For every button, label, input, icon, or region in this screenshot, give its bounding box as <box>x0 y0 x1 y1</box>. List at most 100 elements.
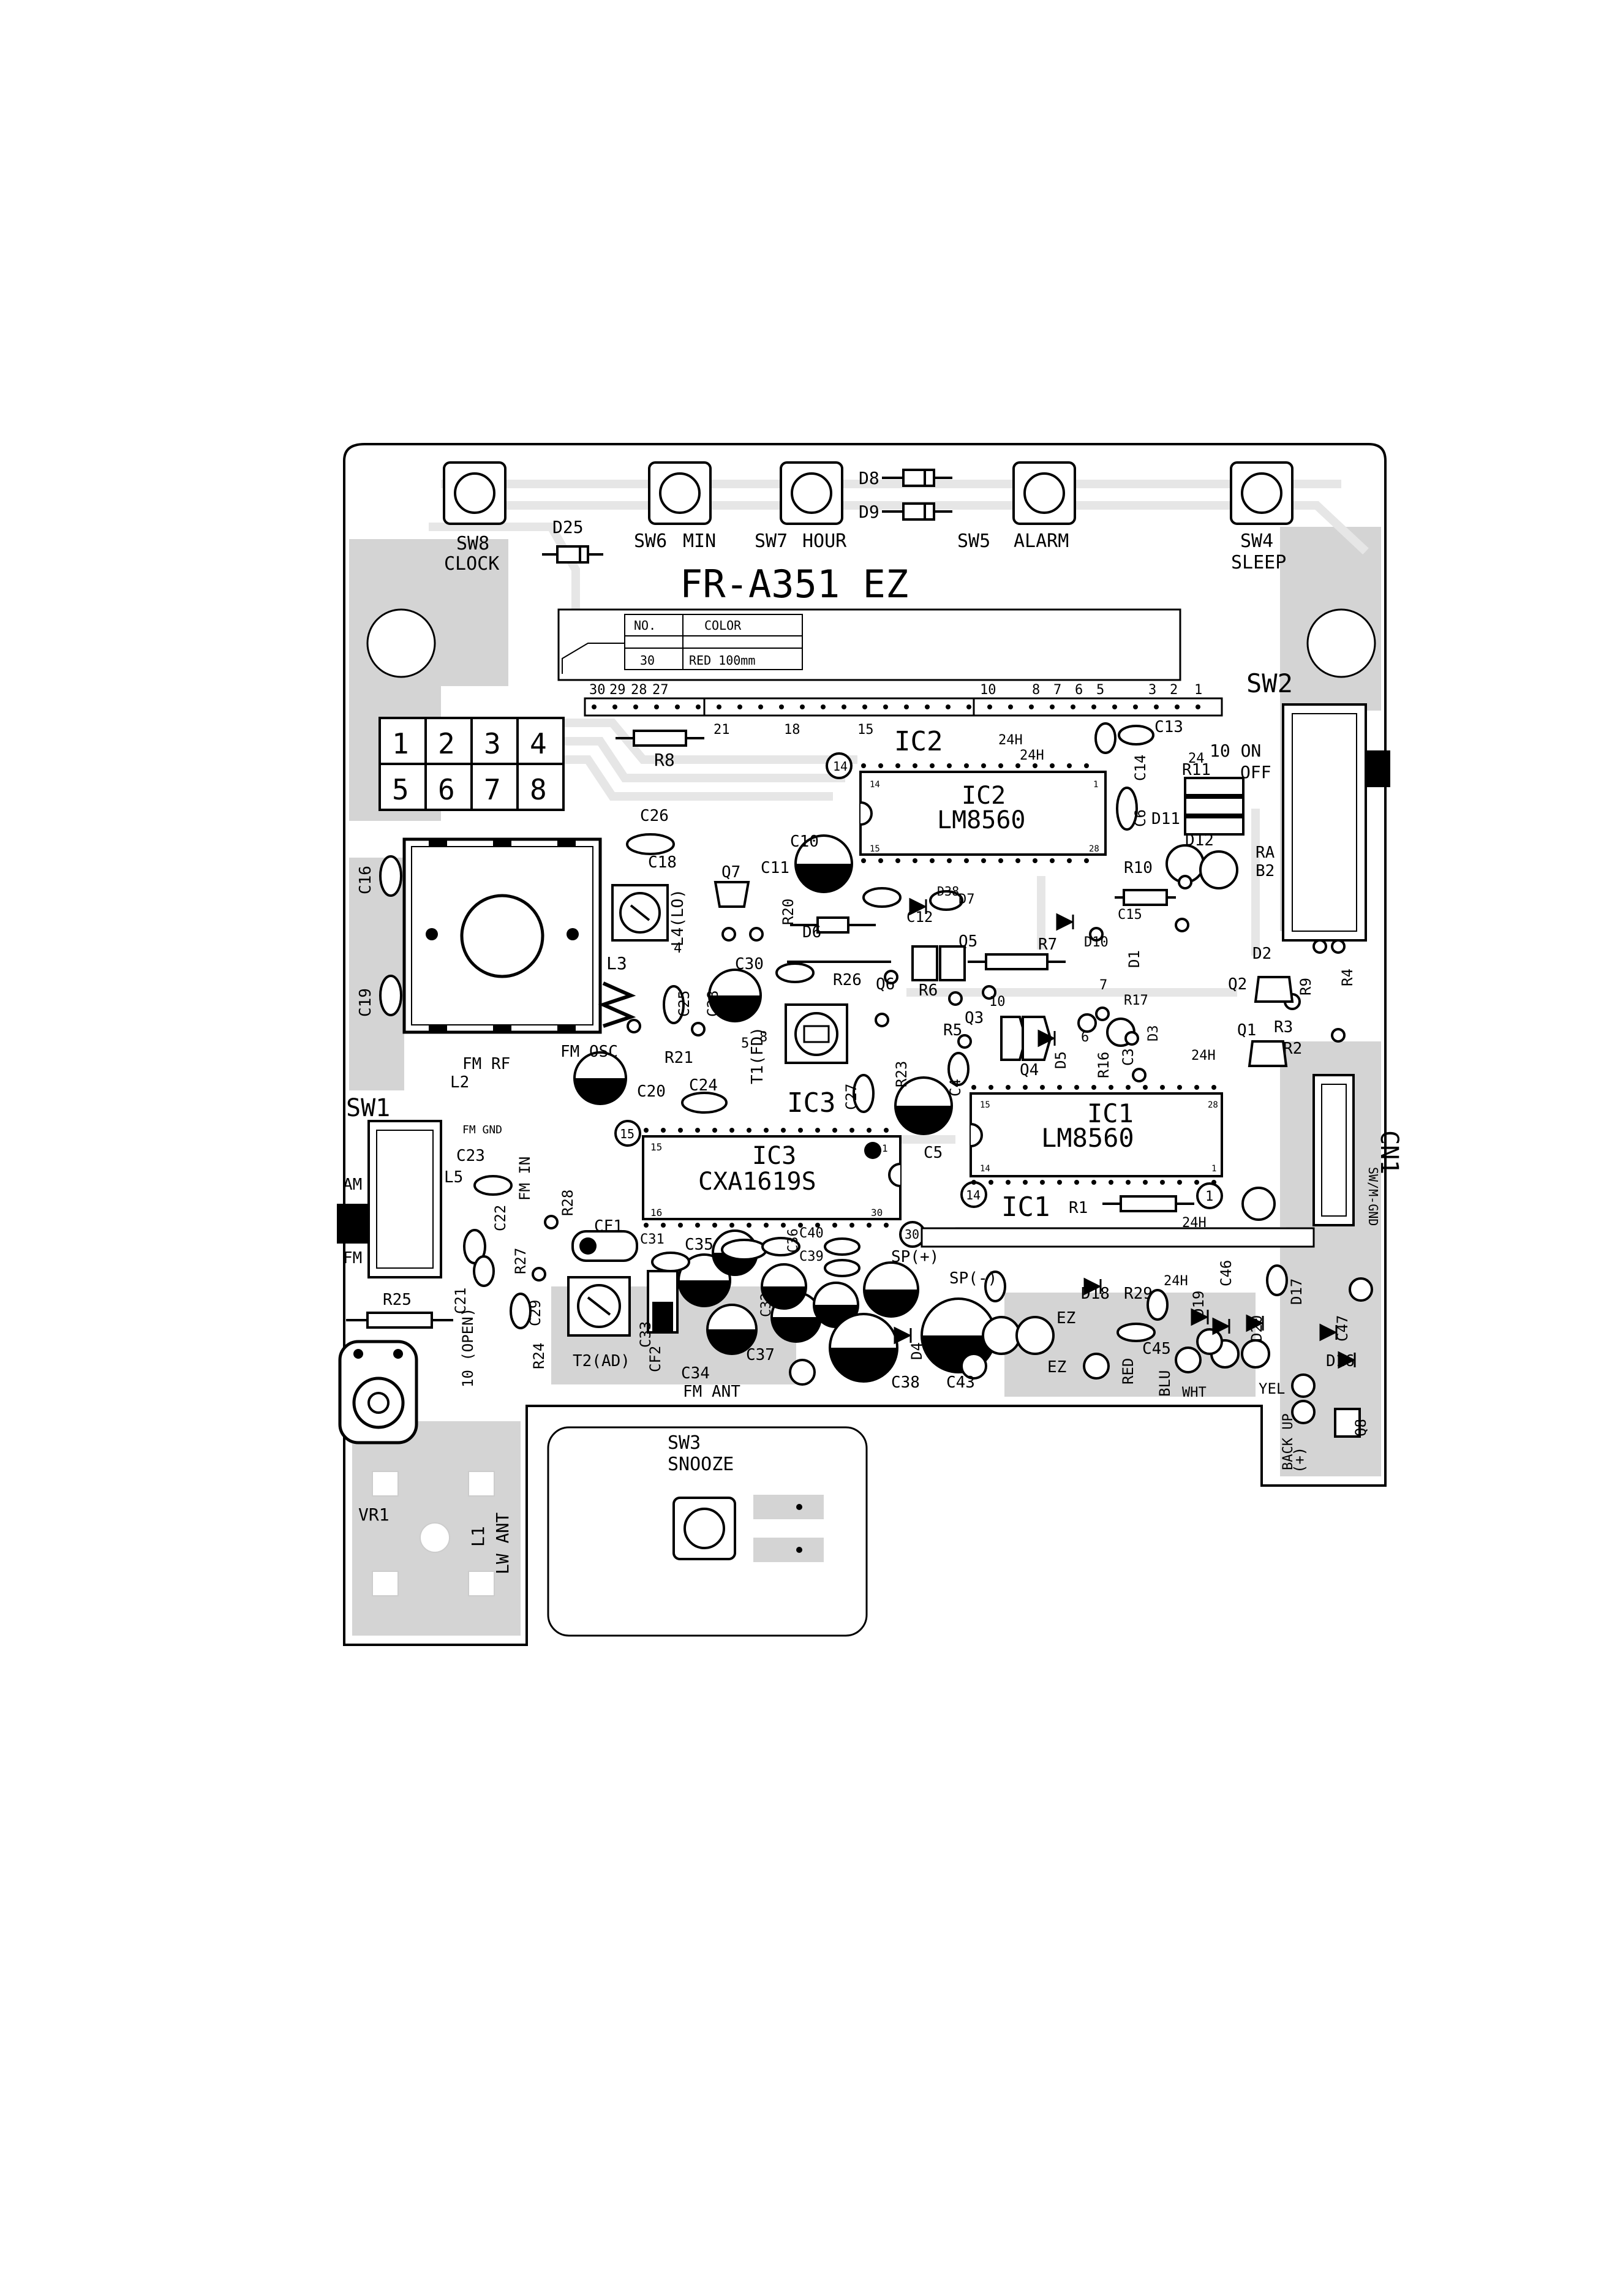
c29-label: C29 <box>527 1300 544 1326</box>
ic2-pin-label: 14 <box>870 780 880 790</box>
pin-label: 2 <box>1170 682 1178 698</box>
diode-symbol <box>1319 1323 1338 1342</box>
h24a-label: 24H <box>998 733 1023 748</box>
c18-label: C18 <box>648 853 677 872</box>
h24c-label: 24H <box>1191 1048 1216 1063</box>
transistor-q5 <box>939 945 966 981</box>
ic-pin-pad <box>1023 1180 1028 1185</box>
transistor-q7 <box>714 881 750 908</box>
connector-pad <box>904 704 909 709</box>
c40-label: C40 <box>799 1226 824 1241</box>
ic-pin-pad <box>747 1223 751 1228</box>
ic3-pin-label: 1 <box>882 1142 888 1154</box>
q3-label: Q3 <box>965 1009 984 1027</box>
q4-label: Q4 <box>1020 1061 1039 1079</box>
r29-label: R29 <box>1124 1285 1153 1303</box>
ic-pin-pad <box>981 763 986 768</box>
switch-sw4 <box>1230 461 1294 525</box>
ic1-pin-label: 28 <box>1208 1100 1218 1110</box>
connector-pad <box>675 704 680 709</box>
d17-label: D17 <box>1288 1278 1305 1305</box>
d19-label: D19 <box>1190 1291 1207 1317</box>
r2-label: R2 <box>1283 1040 1302 1058</box>
sw2-name: SW2 <box>1246 668 1293 698</box>
back_plus-label: (+) <box>1291 1447 1308 1473</box>
table-row-no: 30 <box>640 653 655 668</box>
connector-strip-pads <box>592 704 1200 709</box>
r23-label: R23 <box>893 1061 910 1087</box>
open10-label: 10 (OPEN) <box>459 1308 476 1388</box>
ic1-pin1-mark: 1 <box>1205 1189 1213 1204</box>
r3-label: R3 <box>1274 1018 1293 1037</box>
sp_plus-label: SP(+) <box>891 1248 939 1266</box>
capacitor-polarity-c37 <box>772 1317 821 1342</box>
c34-label: C34 <box>681 1364 710 1383</box>
resistor-r7 <box>968 953 1066 970</box>
ic-pin-pad <box>661 1128 666 1133</box>
ic-pin-pad <box>964 858 969 863</box>
pin-label: 27 <box>652 682 669 698</box>
ic3-pin15-mark: 15 <box>620 1127 635 1141</box>
n5-label: 5 <box>741 1036 749 1051</box>
ic-pin-pad <box>971 1180 976 1185</box>
q8-label: Q8 <box>1352 1419 1369 1437</box>
connector-pad <box>717 704 721 709</box>
ic-pin-pad <box>878 763 883 768</box>
ic-pin-pad <box>661 1223 666 1228</box>
mount-hole-left <box>366 608 436 678</box>
fm_osc-label: FM OSC <box>560 1043 618 1061</box>
ic-pin-pad <box>1126 1085 1131 1090</box>
capacitor-polarity-c32 <box>762 1286 806 1308</box>
sw1-fm: FM <box>343 1249 362 1267</box>
ic-pin-pad <box>849 1128 854 1133</box>
connector-pad <box>862 704 867 709</box>
l1-label: L1 <box>468 1526 488 1547</box>
connector-pad <box>946 704 951 709</box>
ic-pin-pad <box>1006 1085 1011 1090</box>
d38-label: D38 <box>937 884 959 899</box>
d6-label: D6 <box>802 923 821 942</box>
sw-gnd-label: SW/M-GND <box>1366 1167 1380 1226</box>
q1-label: Q1 <box>1237 1021 1256 1040</box>
d16-label: D16 <box>1326 1352 1355 1370</box>
r27-label: R27 <box>512 1248 529 1274</box>
connector-pad <box>1029 704 1034 709</box>
connector-pad <box>1133 704 1138 709</box>
ic-pin-pad <box>867 1223 872 1228</box>
capacitor-polarity-c34 <box>707 1329 756 1354</box>
ic-pin-pad <box>1194 1180 1199 1185</box>
connector-pad <box>1175 704 1180 709</box>
connector-pin-labels-right: 10 8 7 6 5 3 2 1 <box>980 682 1202 698</box>
ic-pin-pad <box>678 1128 683 1133</box>
d20-label: D20 <box>1248 1315 1265 1342</box>
test-pad <box>957 1034 972 1049</box>
test-pad <box>1178 875 1192 889</box>
test-pad <box>875 1013 889 1027</box>
ic1-pin-label: 14 <box>980 1164 990 1174</box>
c5-label: C5 <box>924 1144 943 1162</box>
d7-label: D7 <box>958 892 975 907</box>
ic-pin-pad <box>1050 858 1055 863</box>
ic-pin-pad <box>947 763 952 768</box>
ic-pin-pad <box>729 1223 734 1228</box>
c38-label: C38 <box>891 1373 920 1392</box>
sw2-on: 10 ON <box>1210 741 1261 761</box>
component-pad <box>960 1353 987 1380</box>
ic-pin-pad <box>1091 1180 1096 1185</box>
keypad-cell: 2 <box>438 727 455 760</box>
capacitor-polarity-c38 <box>830 1348 897 1381</box>
ic-pin-pad <box>895 858 900 863</box>
c23-label: C23 <box>456 1147 485 1165</box>
ic-pin-pad <box>1084 763 1089 768</box>
r1-label: R1 <box>1069 1199 1088 1217</box>
ic-pin-pad <box>981 858 986 863</box>
capacitor-c8 <box>862 887 902 908</box>
r4-label: R4 <box>1339 969 1356 986</box>
capacitor-c39 <box>824 1259 860 1277</box>
ic-pin-pad <box>798 1128 803 1133</box>
ic2-part: LM8560 <box>937 806 1026 834</box>
pin-label: 18 <box>784 722 800 738</box>
c4-label: C4 <box>947 1079 964 1097</box>
board-title: FR-A351 EZ <box>680 562 908 606</box>
ic-pin-pad <box>832 1223 837 1228</box>
